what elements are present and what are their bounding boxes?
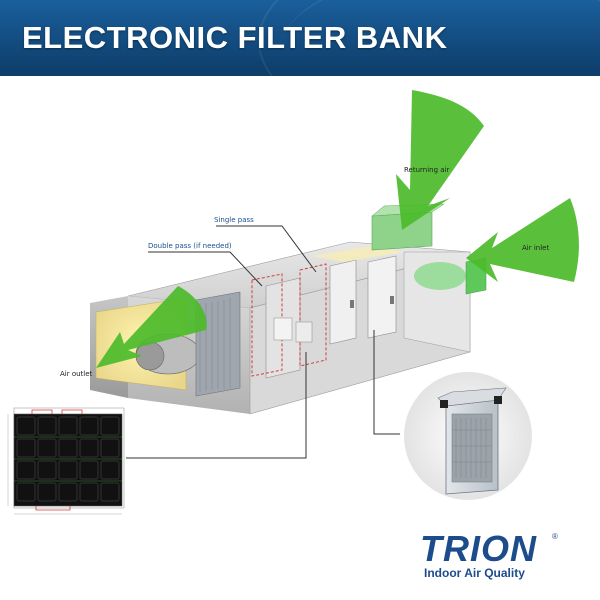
- leader-lines: [126, 225, 400, 459]
- returning-air-arrow: [396, 90, 484, 230]
- page-title: ELECTRONIC FILTER BANK: [22, 20, 448, 55]
- air-handler-unit: [90, 203, 487, 415]
- air-outlet-label: Air outlet: [60, 370, 93, 378]
- trion-logo: TRION ® Indoor Air Quality: [392, 526, 582, 586]
- single-pass-label: Single pass: [214, 216, 254, 224]
- title-banner: ELECTRONIC FILTER BANK: [0, 0, 600, 76]
- double-pass-label: Double pass (if needed): [148, 242, 232, 250]
- logo-tagline: Indoor Air Quality: [424, 566, 525, 580]
- filter-bank-diagram: [7, 90, 579, 515]
- logo-name: TRION: [420, 528, 537, 569]
- airflow-arrows: [96, 90, 579, 368]
- filter-grid: [13, 413, 123, 507]
- returning-air-label: Returning air: [404, 166, 450, 174]
- filter-panel-drawing: [7, 407, 125, 515]
- double-pass-filter-frame: [251, 273, 283, 377]
- filter-panel-leader: [126, 352, 307, 459]
- filter-module-callout: [404, 372, 532, 500]
- double-pass-leader: [148, 251, 263, 287]
- air-outlet-arrow: [96, 286, 207, 368]
- access-door-1: [329, 259, 357, 345]
- logo-registered-mark: ®: [552, 532, 558, 541]
- single-pass-leader: [216, 225, 317, 273]
- air-inlet-arrow: [466, 198, 579, 282]
- access-door-2: [367, 255, 397, 339]
- module-leader: [373, 330, 400, 435]
- air-inlet-label: Air inlet: [522, 244, 550, 252]
